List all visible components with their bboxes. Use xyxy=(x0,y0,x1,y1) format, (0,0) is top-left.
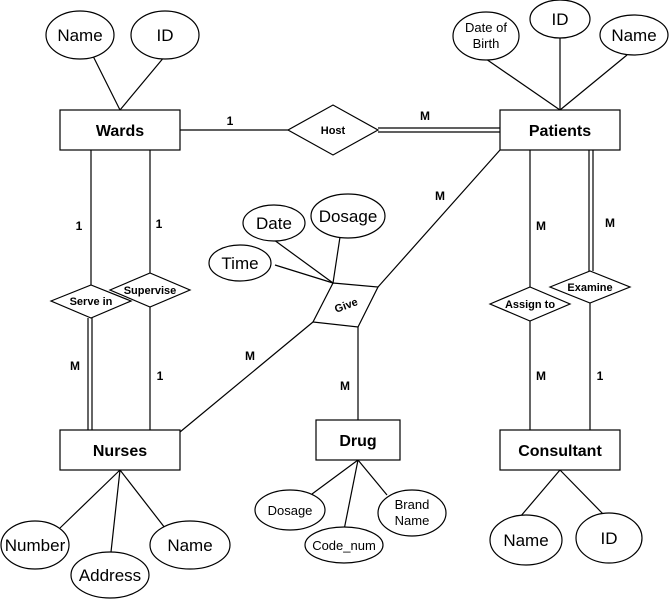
attribute-drug-code-num-label: Code_num xyxy=(312,538,376,553)
attribute-nurses-number-label: Number xyxy=(5,536,66,555)
attribute-drug-brand-name: Brand Name xyxy=(377,489,447,537)
attribute-drug-code-num: Code_num xyxy=(304,526,384,564)
attribute-consultant-name: Name xyxy=(489,514,563,566)
line-patients-name xyxy=(559,54,628,111)
line-consultant-name xyxy=(519,469,561,518)
attribute-wards-id: ID xyxy=(130,10,200,60)
attribute-patients-dob-line2: Birth xyxy=(473,36,500,51)
relationship-host: Host xyxy=(286,104,380,156)
entity-wards-label: Wards xyxy=(96,123,144,140)
line-wards-id xyxy=(119,55,166,111)
attribute-give-date-label: Date xyxy=(256,214,292,233)
attribute-patients-id-label: ID xyxy=(552,10,569,29)
attribute-patients-name: Name xyxy=(599,14,669,56)
line-nurses-address xyxy=(110,469,121,553)
attribute-nurses-address-label: Address xyxy=(79,566,141,585)
attribute-drug-dosage-label: Dosage xyxy=(268,503,313,518)
entity-consultant: Consultant xyxy=(499,429,621,471)
relationship-serve-in-label: Serve in xyxy=(70,296,113,308)
line-give-time xyxy=(274,264,334,284)
relationship-give: Give xyxy=(312,282,379,328)
cardinality-wards-serve: 1 xyxy=(76,219,83,233)
cardinality-labels: 1 M M 1 1 M 1 M M M M M 1 xyxy=(70,109,615,393)
relationship-host-label: Host xyxy=(321,125,346,137)
attribute-drug-brand-name-line2: Name xyxy=(395,513,430,528)
entity-wards: Wards xyxy=(59,109,181,151)
connectors xyxy=(59,38,628,553)
cardinality-host-patients: M xyxy=(420,109,430,123)
line-wards-name xyxy=(92,55,121,111)
cardinality-assign-consultant: M xyxy=(536,369,546,383)
line-give-nurses xyxy=(179,321,314,433)
relationship-supervise: Supervise xyxy=(108,272,192,308)
entity-drug: Drug xyxy=(315,419,401,461)
attribute-wards-name: Name xyxy=(45,10,115,60)
cardinality-wards-host: 1 xyxy=(227,114,234,128)
attribute-patients-dob: Date of Birth xyxy=(452,11,520,61)
attribute-consultant-id: ID xyxy=(575,512,643,564)
attribute-wards-name-label: Name xyxy=(57,26,102,45)
line-patients-dob xyxy=(485,58,561,111)
attribute-drug-brand-name-line1: Brand xyxy=(395,497,430,512)
attribute-nurses-address: Address xyxy=(70,551,150,599)
line-patients-give xyxy=(377,149,501,288)
entity-nurses-label: Nurses xyxy=(93,443,147,460)
attribute-patients-name-label: Name xyxy=(611,26,656,45)
cardinality-supervise-nurses: 1 xyxy=(157,369,164,383)
attribute-patients-dob-line1: Date of xyxy=(465,20,507,35)
attribute-consultant-name-label: Name xyxy=(503,531,548,550)
cardinality-patients-give: M xyxy=(435,189,445,203)
relationship-supervise-label: Supervise xyxy=(124,285,177,297)
attribute-wards-id-label: ID xyxy=(157,26,174,45)
attribute-give-dosage-label: Dosage xyxy=(319,207,378,226)
line-give-dosage xyxy=(332,236,341,284)
attribute-give-date: Date xyxy=(242,204,306,242)
line-drug-codenum xyxy=(343,459,359,531)
attribute-give-time-label: Time xyxy=(221,254,258,273)
entity-nurses: Nurses xyxy=(59,429,181,471)
line-nurses-number xyxy=(59,469,121,529)
cardinality-wards-supervise: 1 xyxy=(156,217,163,231)
cardinality-serve-nurses: M xyxy=(70,359,80,373)
entity-consultant-label: Consultant xyxy=(518,443,602,460)
line-consultant-id xyxy=(559,469,605,516)
cardinality-give-nurses: M xyxy=(245,349,255,363)
cardinality-give-drug: M xyxy=(340,379,350,393)
entity-patients-label: Patients xyxy=(529,123,591,140)
attribute-consultant-id-label: ID xyxy=(601,529,618,548)
cardinality-patients-assign: M xyxy=(536,219,546,233)
line-give-date xyxy=(269,236,334,284)
cardinality-patients-examine: M xyxy=(605,216,615,230)
relationship-assign-to-label: Assign to xyxy=(505,299,555,311)
relationship-assign-to: Assign to xyxy=(488,286,572,322)
attribute-nurses-number: Number xyxy=(0,520,70,570)
attribute-nurses-name: Name xyxy=(149,520,231,570)
entity-patients: Patients xyxy=(499,109,621,151)
attribute-drug-dosage: Dosage xyxy=(254,489,326,531)
entity-drug-label: Drug xyxy=(339,433,376,450)
relationship-serve-in: Serve in xyxy=(49,284,133,319)
line-drug-brandname xyxy=(357,459,388,496)
line-nurses-name xyxy=(119,469,166,529)
attribute-patients-id: ID xyxy=(529,0,591,39)
relationship-examine: Examine xyxy=(548,270,632,304)
relationship-examine-label: Examine xyxy=(567,282,612,294)
line-drug-dosage xyxy=(311,459,359,495)
attribute-give-time: Time xyxy=(208,244,272,282)
attribute-give-dosage: Dosage xyxy=(310,193,386,239)
cardinality-examine-consultant: 1 xyxy=(597,369,604,383)
attribute-nurses-name-label: Name xyxy=(167,536,212,555)
